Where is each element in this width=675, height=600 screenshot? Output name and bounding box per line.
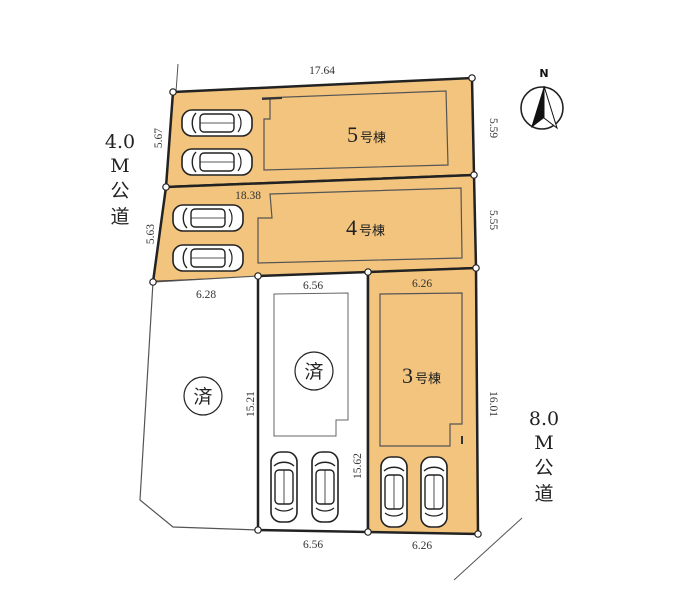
southeast-road-edge-line [453,517,523,581]
southeast-road-width: 8.0 [529,408,559,430]
corner-point [474,530,482,538]
west-road-word-2: 道 [110,206,129,228]
lot-3-suffix: 号棟 [415,372,441,387]
corner-point [470,171,478,179]
corner-point [254,526,262,534]
lot-4-suffix: 号棟 [359,224,385,239]
car-icon [311,451,339,523]
lot-4-number: 4 [346,215,357,240]
corner-point [468,74,476,82]
corner-point [364,268,372,276]
lot-5-number: 5 [347,122,358,147]
lot-3-number: 3 [402,363,413,388]
corner-point [254,272,262,280]
dim-middle-sold-height: 15.21 [245,391,257,417]
corner-point [364,528,372,536]
lot-5-suffix: 号棟 [360,131,386,146]
car-icon [172,244,244,272]
sold-label-west: 済 [193,386,212,408]
corner-point [169,88,177,96]
dim-lot4-left: 5.63 [145,224,157,244]
corner-points [149,74,482,538]
sold-circle-west [183,376,223,416]
west-road-width: 4.0 [105,131,135,153]
dim-lot3-top: 6.26 [412,278,432,290]
west-road-edge-line [175,63,179,93]
north-label: N [539,67,548,80]
dim-lot3-bottom: 6.26 [412,540,432,552]
car-icon [380,456,408,528]
west-road-word-1: 公 [110,180,129,202]
sold-circle-middle [294,351,334,391]
dim-lot5-left: 5.67 [153,128,165,148]
dim-lot4-right: 5.55 [487,210,499,230]
southeast-road-unit: M [534,432,553,454]
dim-middle-sold-top: 6.56 [303,280,323,292]
sold-label-middle: 済 [304,361,323,383]
dim-middle-sold-bottom: 6.56 [303,539,323,551]
west-road-unit: M [110,155,129,177]
dim-lot5-right: 5.59 [487,118,499,138]
dim-lot4-top: 18.38 [235,190,261,202]
dim-west-sold-top: 6.28 [196,289,216,301]
car-icon [420,456,448,528]
dim-lot5-top: 17.64 [309,65,335,77]
dim-lot3-right: 16.01 [487,391,499,417]
southeast-road-word-1: 公 [534,457,553,479]
car-icon [181,109,253,137]
middle-sold-building-outline [273,292,349,437]
southeast-road-word-2: 道 [534,483,553,505]
north-compass-icon [520,85,564,130]
lot-5-entrance-mark [261,97,283,100]
corner-point [472,264,480,272]
lot-5-building-outline [261,90,449,171]
parking-cars [172,109,448,528]
corner-point [149,278,157,286]
car-icon [181,148,253,176]
corner-point [162,183,170,191]
dim-lot3-left: 15.62 [352,453,364,479]
lot-4-building-outline [257,187,463,264]
lot-3-building-outline [379,292,463,447]
car-icon [270,451,298,523]
car-icon [172,204,244,232]
